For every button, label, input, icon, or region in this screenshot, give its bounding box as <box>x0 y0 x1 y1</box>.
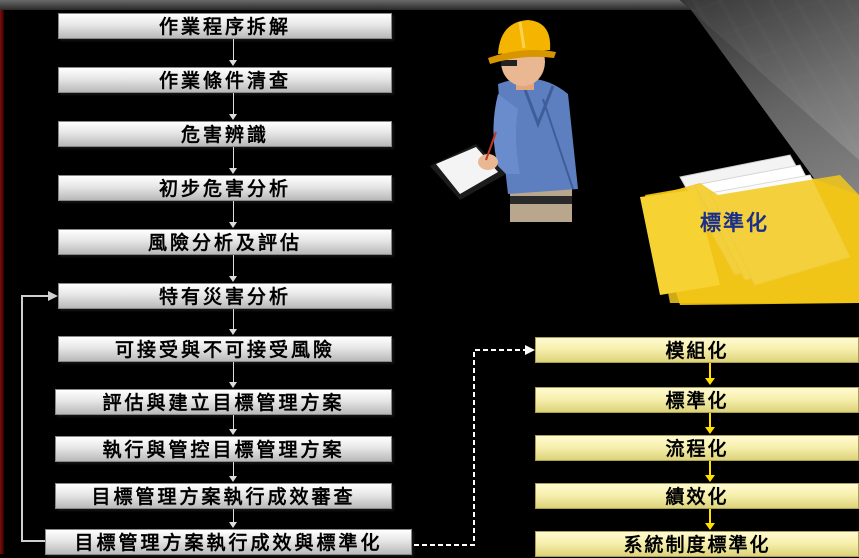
connector-line <box>233 462 234 477</box>
connector-line <box>233 255 234 277</box>
connector-line <box>233 201 234 223</box>
yellow-connector <box>709 461 711 476</box>
connector-line <box>233 147 234 169</box>
process-step: 作業程序拆解 <box>58 13 392 39</box>
process-step: 目標管理方案執行成效審查 <box>55 483 392 509</box>
arrow-head <box>229 476 237 482</box>
safety-worker-illustration <box>430 20 578 222</box>
arrow-head <box>229 522 237 528</box>
yellow-arrow-head <box>705 523 715 530</box>
standardization-step: 模組化 <box>535 337 859 363</box>
arrow-head <box>229 222 237 228</box>
process-step: 危害辨識 <box>58 121 392 147</box>
standardization-step: 流程化 <box>535 435 859 461</box>
arrow-head <box>229 329 237 335</box>
yellow-connector <box>709 413 711 428</box>
process-step: 作業條件清查 <box>58 67 392 93</box>
yellow-connector <box>709 509 711 524</box>
standardization-step: 系統制度標準化 <box>535 531 859 557</box>
connector-line <box>233 39 234 61</box>
connector-line <box>233 415 234 430</box>
top-bar <box>0 0 859 10</box>
arrow-head <box>229 429 237 435</box>
folder-label: 標準化 <box>700 210 769 235</box>
process-step: 可接受與不可接受風險 <box>58 336 392 362</box>
connector-line <box>233 509 234 523</box>
yellow-arrow-head <box>705 475 715 482</box>
arrow-head <box>229 382 237 388</box>
arrow-head <box>229 168 237 174</box>
standardization-step: 績效化 <box>535 483 859 509</box>
process-step: 評估與建立目標管理方案 <box>55 389 392 415</box>
arrow-head <box>229 276 237 282</box>
folder-icon <box>640 154 859 305</box>
process-step: 初步危害分析 <box>58 175 392 201</box>
arrow-head <box>229 60 237 66</box>
yellow-connector <box>709 363 711 379</box>
connector-line <box>233 93 234 115</box>
yellow-arrow-head <box>705 427 715 434</box>
process-step: 目標管理方案執行成效與標準化 <box>45 529 412 555</box>
process-step: 特有災害分析 <box>58 283 392 309</box>
yellow-arrow-head <box>705 378 715 385</box>
arrow-head <box>229 114 237 120</box>
left-accent-bar <box>0 10 4 554</box>
connector-line <box>233 309 234 330</box>
process-step: 風險分析及評估 <box>58 229 392 255</box>
process-step: 執行與管控目標管理方案 <box>55 436 392 462</box>
standardization-step: 標準化 <box>535 387 859 413</box>
connector-line <box>233 362 234 383</box>
